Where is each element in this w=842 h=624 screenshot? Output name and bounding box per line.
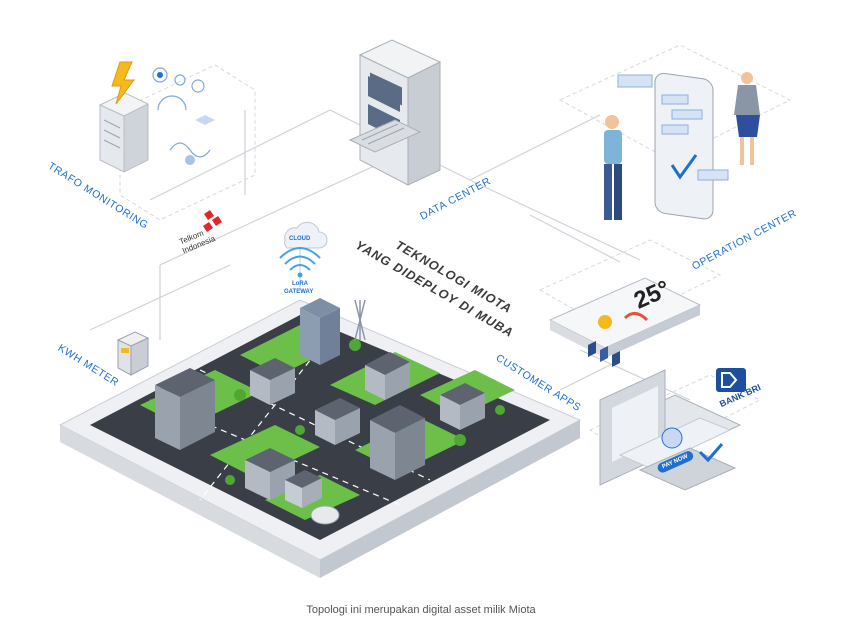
cloud-icon bbox=[284, 221, 328, 249]
cloud-gateway-graphic bbox=[279, 221, 328, 278]
trees bbox=[225, 339, 505, 485]
radio-tower bbox=[354, 299, 366, 341]
lora-label: LoRA bbox=[292, 281, 308, 287]
gateway-label: GATEWAY bbox=[284, 289, 314, 295]
data-center-graphic bbox=[348, 39, 442, 186]
fingerprint-icon bbox=[661, 427, 683, 449]
trafo-monitoring-graphic bbox=[98, 61, 215, 173]
kwh-meter-graphic bbox=[116, 331, 150, 376]
gauge-icon bbox=[157, 72, 163, 78]
building-house bbox=[155, 352, 485, 508]
wifi-icon bbox=[279, 247, 321, 271]
caption: Topologi ini merupakan digital asset mil… bbox=[306, 604, 536, 616]
city-platform-graphic bbox=[58, 298, 582, 578]
cloud-label: CLOUD bbox=[289, 236, 311, 242]
satellite-dish bbox=[310, 505, 340, 525]
operation-center-graphic bbox=[604, 72, 760, 220]
customer-apps-graphic bbox=[548, 277, 702, 367]
check-icon bbox=[698, 443, 724, 463]
building-tower bbox=[300, 298, 340, 365]
dashed-outlines bbox=[119, 44, 792, 461]
telkom-logo bbox=[203, 210, 222, 232]
payment-monitor-graphic bbox=[598, 368, 746, 491]
